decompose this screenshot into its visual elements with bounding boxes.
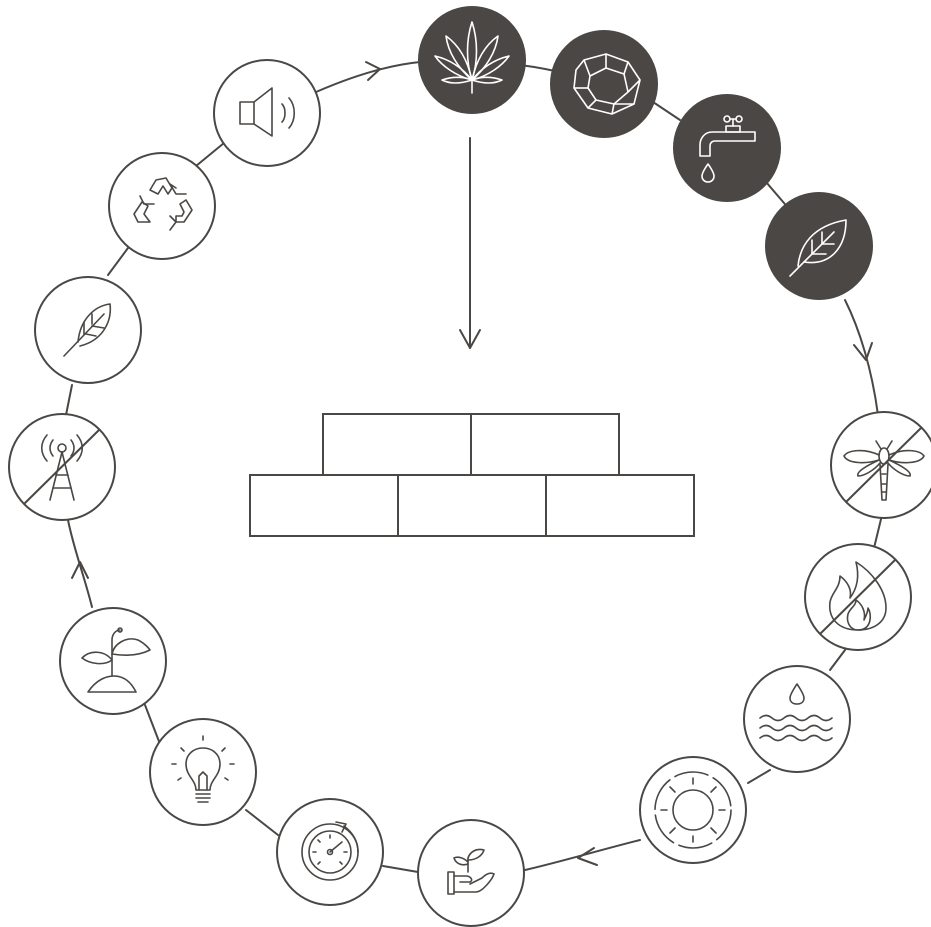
node-acoustic: [213, 59, 321, 167]
arrowhead-top: [365, 61, 381, 81]
node-cannabis-leaf: [418, 6, 526, 114]
light-bulb-icon: [171, 735, 235, 803]
leaf-icon: [789, 219, 847, 277]
prohibition-slash: [819, 559, 896, 635]
prohibition-slash: [23, 429, 100, 505]
brick: [249, 474, 399, 537]
node-recycle: [108, 152, 216, 260]
arrowhead-bottom: [577, 847, 598, 866]
node-speed: [276, 798, 384, 906]
sun-ring-icon: [654, 771, 732, 849]
thermal-circle: [639, 756, 747, 864]
node-no-insects: [830, 411, 931, 519]
sprout-circle: [59, 607, 167, 715]
node-no-radiation: [8, 413, 116, 521]
water-tap-icon: [699, 115, 756, 183]
cannabis-leaf-icon: [434, 21, 510, 94]
hand-plant-icon: [447, 848, 495, 895]
recycle-icon: [133, 177, 193, 231]
node-lightweight: [34, 276, 142, 384]
node-energy: [149, 718, 257, 826]
node-humidity: [743, 665, 851, 773]
speedometer-icon: [301, 821, 359, 881]
down-arrow: [459, 137, 481, 349]
cannabis-leaf-circle: [418, 6, 526, 114]
speaker-icon: [239, 87, 296, 137]
cycle-arrowheads: [71, 61, 873, 866]
node-leaf: [765, 192, 873, 300]
water-tap-circle: [673, 94, 781, 202]
brick: [322, 413, 472, 476]
no-insects-circle: [830, 411, 931, 519]
node-thermal: [639, 756, 747, 864]
arrowhead-right: [853, 342, 873, 361]
acoustic-circle: [213, 59, 321, 167]
no-antenna-icon: [40, 434, 84, 501]
node-stone: [550, 30, 658, 138]
brick: [397, 474, 547, 537]
stone-icon: [573, 53, 641, 115]
brick: [545, 474, 695, 537]
stone-circle: [550, 30, 658, 138]
brick: [470, 413, 620, 476]
hand-plant-circle: [417, 819, 525, 927]
node-sprout: [59, 607, 167, 715]
no-fire-icon: [829, 561, 887, 631]
node-water-tap: [673, 94, 781, 202]
node-no-fire: [804, 543, 912, 651]
prohibition-slash: [845, 427, 922, 503]
arrowhead-left: [71, 561, 89, 579]
recycle-circle: [108, 152, 216, 260]
feather-icon: [63, 303, 112, 357]
sprout-icon: [81, 627, 151, 693]
water-drop-waves-icon: [759, 683, 833, 742]
node-hand-plant: [417, 819, 525, 927]
brick-wall-icon: [249, 413, 695, 537]
